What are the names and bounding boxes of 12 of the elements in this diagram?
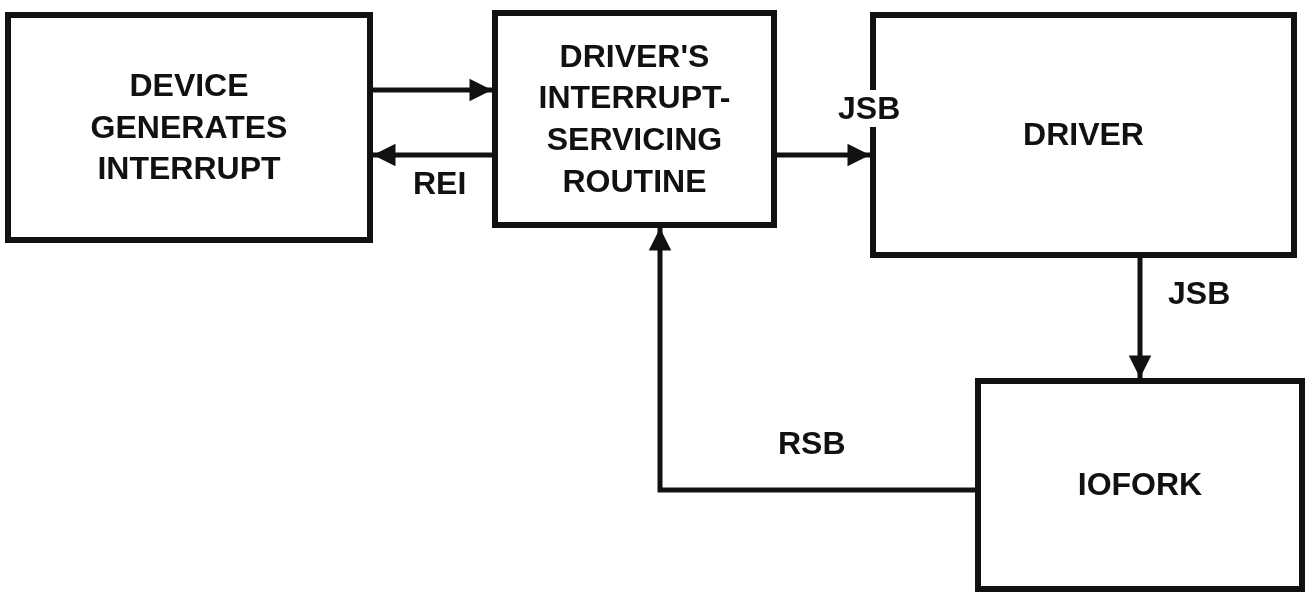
box-label: DRIVER'S INTERRUPT-SERVICING ROUTINE (537, 36, 732, 201)
process-box (975, 378, 1305, 592)
box-label: DRIVER (1023, 115, 1144, 155)
arrow (648, 228, 975, 493)
arrow (373, 143, 492, 167)
box-label: DEVICE GENERATES INTERRUPT (89, 66, 289, 189)
arrow (373, 78, 492, 102)
process-box (5, 12, 373, 243)
process-box (492, 10, 777, 228)
arrow (777, 143, 870, 167)
arrow (1128, 258, 1152, 378)
box-label: IOFORK (1077, 465, 1203, 505)
